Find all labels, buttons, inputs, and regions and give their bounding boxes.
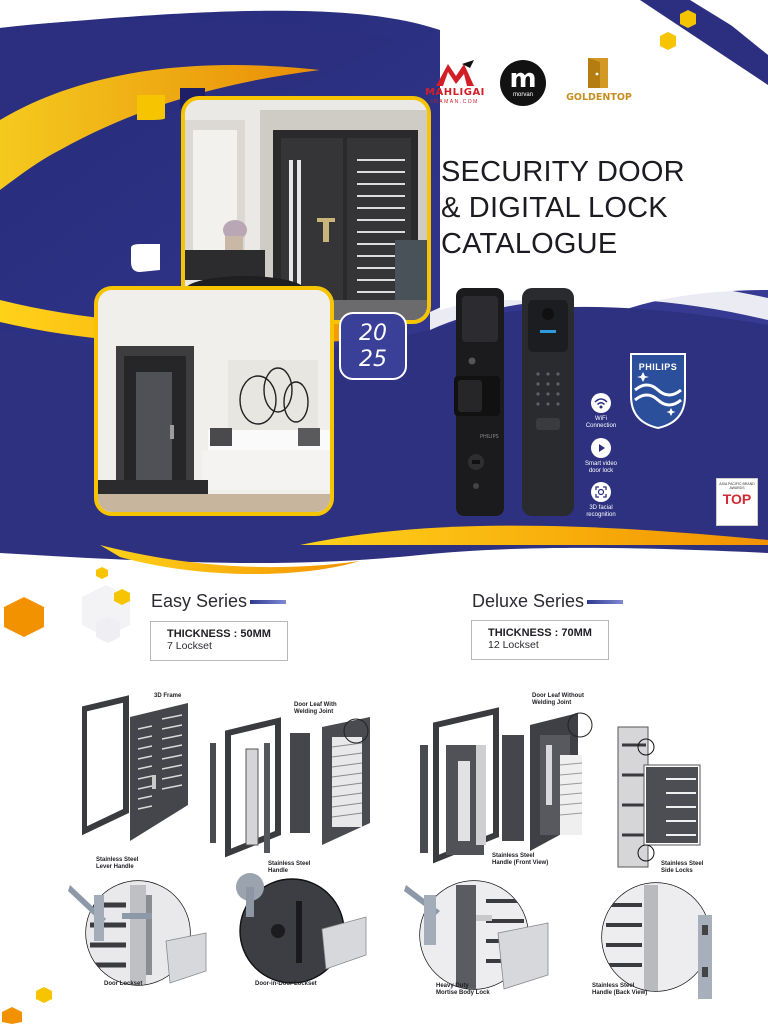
deluxe-exploded-leaf-diagram	[420, 707, 593, 864]
philips-name: PHILIPS	[638, 362, 678, 372]
catalogue-headline: SECURITY DOOR & DIGITAL LOCK CATALOGUE	[441, 154, 741, 262]
goldentop-name: GOLDENTOP	[566, 92, 632, 103]
feature-wifi-label-2: Connection	[585, 423, 617, 429]
easy-locksets: 7 Lockset	[167, 640, 212, 652]
digital-lock-illustration: PHILIPS	[454, 288, 574, 516]
feature-wifi: WiFi Connection	[578, 393, 624, 430]
award-caption: ASIA PACIFIC BRAND AWARDS	[719, 482, 755, 490]
deluxe-label-side-2: Side Locks	[661, 868, 693, 874]
feature-face-label-2: recognition	[586, 512, 616, 518]
feature-video-label-2: door lock	[588, 468, 614, 474]
year-bottom: 25	[359, 347, 387, 372]
deluxe-label-mortise-1: Heavy Duty	[436, 983, 469, 989]
mahligai-logo: MAHLIGAI IDAMAN.COM	[422, 60, 488, 106]
mahligai-mark-icon	[436, 60, 474, 86]
easy-door-in-door-lockset-diagram	[236, 873, 367, 984]
deluxe-label-back-1: Stainless Steel	[592, 983, 635, 989]
svg-text:PHILIPS: PHILIPS	[480, 434, 499, 440]
easy-label-door-in-door: Door-in-Door Lockset	[255, 981, 317, 987]
easy-label-door-lockset: Door Lockset	[104, 981, 143, 987]
deluxe-label-front-1: Stainless Steel	[492, 853, 535, 859]
feature-video-label-1: Smart video	[584, 461, 617, 467]
philips-shield-icon	[630, 353, 686, 430]
philips-logo: PHILIPS	[627, 350, 689, 430]
deluxe-thickness: THICKNESS : 70MM	[488, 627, 592, 639]
easy-series-spec: THICKNESS : 50MM 7 Lockset	[150, 621, 288, 661]
feature-face-label-1: 3D facial	[589, 505, 613, 511]
deluxe-label-front-2: Handle (Front View)	[492, 860, 549, 866]
easy-label-leaf-1: Door Leaf With	[294, 702, 337, 708]
easy-thickness: THICKNESS : 50MM	[167, 628, 271, 640]
wifi-icon	[591, 393, 611, 413]
hero-banner: MAHLIGAI IDAMAN.COM m morvan GOLDENTOP S…	[0, 0, 768, 545]
easy-label-frame: 3D Frame	[154, 693, 182, 699]
deluxe-back-handle-diagram	[601, 882, 712, 999]
deluxe-label-mortise-2: Mortise Body Lock	[436, 990, 490, 996]
deluxe-side-locks-diagram	[617, 726, 701, 868]
morvan-name: morvan	[512, 92, 533, 98]
play-icon	[591, 438, 611, 458]
deluxe-mortise-lock-diagram	[404, 880, 549, 990]
deluxe-label-side-1: Stainless Steel	[661, 861, 704, 867]
deluxe-series-title-text: Deluxe Series	[472, 591, 585, 611]
easy-door-lockset-diagram	[68, 880, 207, 986]
easy-series-accent-bar	[250, 600, 287, 605]
deluxe-label-back-2: Handle (Back View)	[592, 990, 648, 996]
headline-line-2: & DIGITAL LOCK	[441, 192, 668, 224]
face-scan-icon	[591, 482, 611, 502]
easy-label-handle-1: Stainless Steel	[268, 861, 311, 867]
photo-illustration-2	[98, 290, 330, 512]
easy-series-title-text: Easy Series	[151, 591, 248, 611]
easy-label-leaf-2: Welding Joint	[294, 709, 334, 715]
headline-line-3: CATALOGUE	[441, 228, 618, 260]
feature-wifi-label-1: WiFi	[595, 416, 607, 422]
morvan-letter: m	[509, 64, 537, 94]
lower-decorations	[0, 545, 768, 1024]
door-mark-icon	[588, 58, 608, 88]
easy-exploded-leaf-diagram	[210, 717, 370, 858]
year-badge: 20 25	[339, 312, 407, 380]
mahligai-subtitle: IDAMAN.COM	[431, 99, 479, 105]
sofa-room-door-photo	[94, 286, 334, 516]
deluxe-label-leaf-1: Door Leaf Without	[532, 693, 584, 699]
easy-label-lever-2: Lever Handle	[96, 864, 134, 870]
series-section: Easy Series THICKNESS : 50MM 7 Lockset D…	[0, 545, 768, 1024]
award-mark: TOP	[722, 491, 752, 507]
goldentop-logo: GOLDENTOP	[562, 58, 636, 110]
easy-label-lever-1: Stainless Steel	[96, 857, 139, 863]
deluxe-series-title: Deluxe Series	[472, 591, 624, 612]
morvan-logo: m morvan	[500, 60, 546, 106]
deluxe-label-leaf-2: Welding Joint	[532, 700, 572, 706]
headline-line-1: SECURITY DOOR	[441, 156, 685, 188]
feature-face: 3D facial recognition	[578, 482, 624, 519]
mahligai-name: MAHLIGAI	[425, 87, 485, 98]
easy-3d-frame-diagram	[82, 695, 188, 841]
year-top: 20	[359, 321, 387, 346]
feature-video: Smart video door lock	[578, 438, 624, 475]
deluxe-series-accent-bar	[587, 600, 624, 605]
brand-award-badge: ASIA PACIFIC BRAND AWARDS TOP	[716, 478, 758, 526]
easy-series-title: Easy Series	[151, 591, 287, 612]
deluxe-locksets: 12 Lockset	[488, 639, 539, 651]
deluxe-series-spec: THICKNESS : 70MM 12 Lockset	[471, 620, 609, 660]
easy-label-handle-2: Handle	[268, 868, 289, 874]
